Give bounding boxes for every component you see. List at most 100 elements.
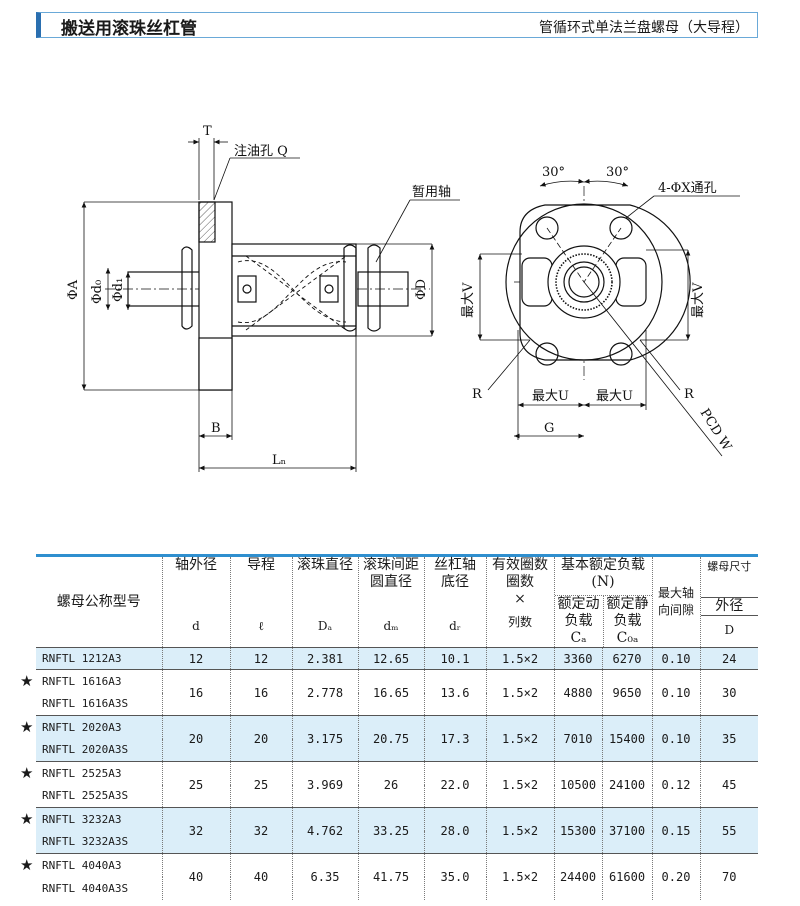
star-marker: ★: [20, 855, 34, 874]
cell-c0a: 15400: [601, 715, 652, 762]
technical-drawing: T 注油孔 Q 暂用轴 ΦA Φd₀ Φd₁ ΦD B Lₙ: [66, 124, 740, 472]
model-cell: RNFTL 2525A3: [36, 761, 162, 785]
radius-left-label: R: [472, 387, 483, 402]
model-cell: RNFTL 3232A3S: [36, 830, 162, 854]
cell-dm: 16.65: [357, 669, 424, 716]
dim-phi-d0-label: Φd₀: [90, 280, 105, 304]
cell-da: 6.35: [291, 853, 358, 900]
cell-da: 3.969: [291, 761, 358, 808]
cell-D: 70: [699, 853, 758, 900]
table-row: RNFTL 2525A3S: [36, 785, 758, 808]
cell-dr: 35.0: [423, 853, 486, 900]
cell-dr: 13.6: [423, 669, 486, 716]
star-marker: ★: [20, 671, 34, 690]
model-cell: RNFTL 2020A3: [36, 715, 162, 739]
col-model: 螺母公称型号: [36, 554, 162, 648]
cell-bl: 0.10: [651, 715, 700, 762]
cell-bl: 0.10: [651, 669, 700, 716]
dim-phi-d-label: ΦD: [414, 279, 429, 300]
max-v-right-label: 最大V: [691, 282, 706, 318]
cell-bl: 0.10: [651, 647, 700, 670]
radius-right-label: R: [684, 387, 695, 402]
dim-g-label: G: [544, 421, 554, 436]
max-u-right-label: 最大U: [596, 389, 633, 404]
cell-d: 25: [161, 761, 230, 808]
side-dimensions: [81, 138, 460, 472]
temp-shaft-label: 暂用轴: [412, 185, 451, 200]
max-u-left-label: 最大U: [532, 389, 569, 404]
cell-turns: 1.5×2: [485, 647, 554, 670]
cell-d: 12: [161, 647, 230, 670]
cell-d: 40: [161, 853, 230, 900]
cell-dm: 41.75: [357, 853, 424, 900]
star-marker: ★: [20, 763, 34, 782]
side-view: [105, 201, 430, 391]
cell-turns: 1.5×2: [485, 761, 554, 808]
cell-ca: 10500: [553, 761, 602, 808]
cell-dm: 12.65: [357, 647, 424, 670]
cell-c0a: 61600: [601, 853, 652, 900]
cell-d: 20: [161, 715, 230, 762]
cell-da: 2.381: [291, 647, 358, 670]
model-cell: RNFTL 3232A3: [36, 807, 162, 831]
holes-label: 4-ΦX通孔: [658, 181, 717, 196]
cell-da: 4.762: [291, 807, 358, 854]
cell-D: 35: [699, 715, 758, 762]
page-title: 搬送用滚珠丝杠管: [61, 19, 197, 39]
cell-l: 16: [229, 669, 292, 716]
front-view: [505, 186, 691, 380]
front-dimensions: [477, 178, 740, 457]
max-v-left-label: 最大V: [461, 282, 476, 318]
cell-turns: 1.5×2: [485, 853, 554, 900]
model-cell: RNFTL 1616A3: [36, 669, 162, 693]
cell-D: 45: [699, 761, 758, 808]
cell-dm: 20.75: [357, 715, 424, 762]
cell-dr: 17.3: [423, 715, 486, 762]
page-header: 搬送用滚珠丝杠管 管循环式单法兰盘螺母（大导程）: [36, 12, 758, 39]
cell-da: 3.175: [291, 715, 358, 762]
model-cell: RNFTL 4040A3: [36, 853, 162, 877]
col-load: 基本额定负载(N) 额定动负载 Cₐ 额定静负载 C₀ₐ: [553, 554, 652, 648]
cell-l: 40: [229, 853, 292, 900]
oil-hole-label: 注油孔 Q: [234, 144, 288, 159]
dim-ln-label: Lₙ: [272, 453, 286, 468]
model-cell: RNFTL 1212A3: [36, 647, 162, 670]
cell-dm: 33.25: [357, 807, 424, 854]
col-turns: 有效圈数圈数×列数: [485, 554, 554, 648]
dim-phi-a-label: ΦA: [66, 279, 81, 300]
model-cell: RNFTL 1616A3S: [42, 697, 129, 711]
cell-turns: 1.5×2: [485, 807, 554, 854]
table-row: RNFTL 3232A3S: [36, 830, 758, 854]
angle-right-label: 30°: [606, 165, 629, 180]
cell-ca: 4880: [553, 669, 602, 716]
cell-ca: 7010: [553, 715, 602, 762]
cell-l: 12: [229, 647, 292, 670]
cell-d: 32: [161, 807, 230, 854]
pcd-label: PCD W: [697, 406, 735, 454]
cell-c0a: 6270: [601, 647, 652, 670]
cell-ca: 24400: [553, 853, 602, 900]
star-marker: ★: [20, 809, 34, 828]
cell-da: 2.778: [291, 669, 358, 716]
col-backlash: 最大轴向间隙: [651, 554, 700, 648]
table-row: RNFTL 2020A3S: [36, 738, 758, 762]
model-cell: RNFTL 2525A3S: [42, 789, 129, 803]
dim-phi-d1-label: Φd₁: [111, 278, 126, 302]
cell-bl: 0.20: [651, 853, 700, 900]
dim-t-label: T: [203, 124, 212, 139]
cell-l: 32: [229, 807, 292, 854]
angle-left-label: 30°: [542, 165, 565, 180]
cell-ca: 3360: [553, 647, 602, 670]
dim-b-label: B: [211, 421, 221, 436]
cell-dm: 26: [357, 761, 424, 808]
cell-c0a: 24100: [601, 761, 652, 808]
model-cell: RNFTL 4040A3S: [42, 881, 129, 895]
star-marker: ★: [20, 717, 34, 736]
